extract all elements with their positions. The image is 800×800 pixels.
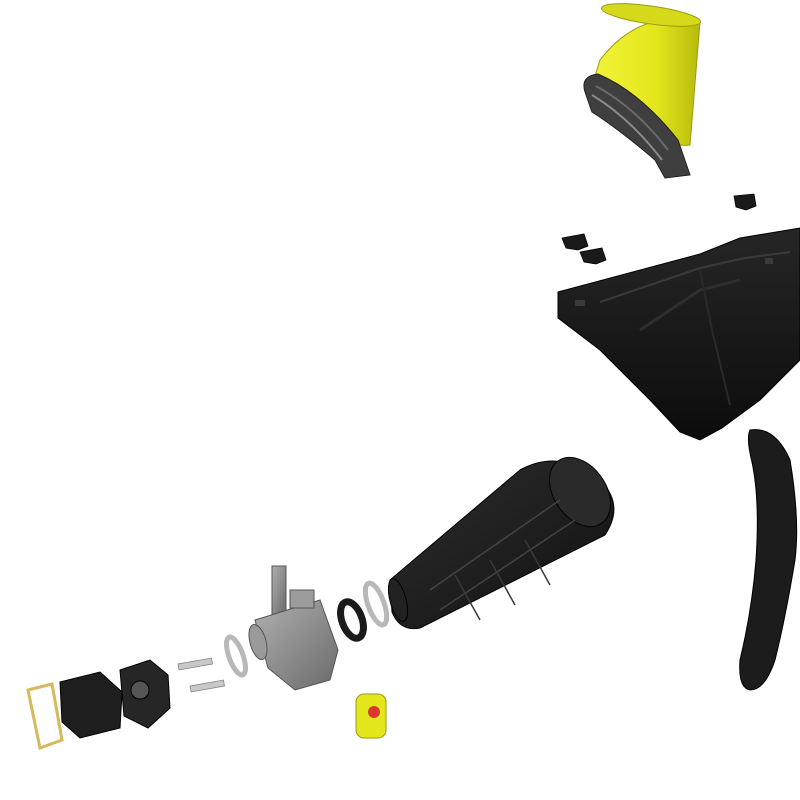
- gasket: [26, 682, 64, 751]
- airbox-side-cover: [739, 429, 798, 691]
- spacer-tag: [355, 693, 387, 739]
- carburetor: [248, 565, 339, 691]
- air-filter-rubber-base: [583, 73, 691, 179]
- bolt-2: [189, 679, 225, 693]
- air-filter-top: [600, 3, 702, 27]
- clip-1: [561, 233, 589, 251]
- clip-2: [579, 247, 607, 265]
- airbox-housing: [557, 227, 800, 441]
- rubber-ring: [337, 598, 367, 642]
- airbox-clips: [561, 193, 757, 265]
- hose-clamps: [224, 580, 390, 678]
- reed-valve: [59, 671, 123, 739]
- bolt-1: [177, 657, 213, 671]
- intake-boot: [387, 456, 615, 630]
- clamp-2: [224, 634, 248, 678]
- air-filter: [583, 3, 702, 179]
- intake-bolts: [177, 657, 225, 693]
- clip-3: [733, 193, 757, 211]
- clamp-1: [362, 580, 390, 628]
